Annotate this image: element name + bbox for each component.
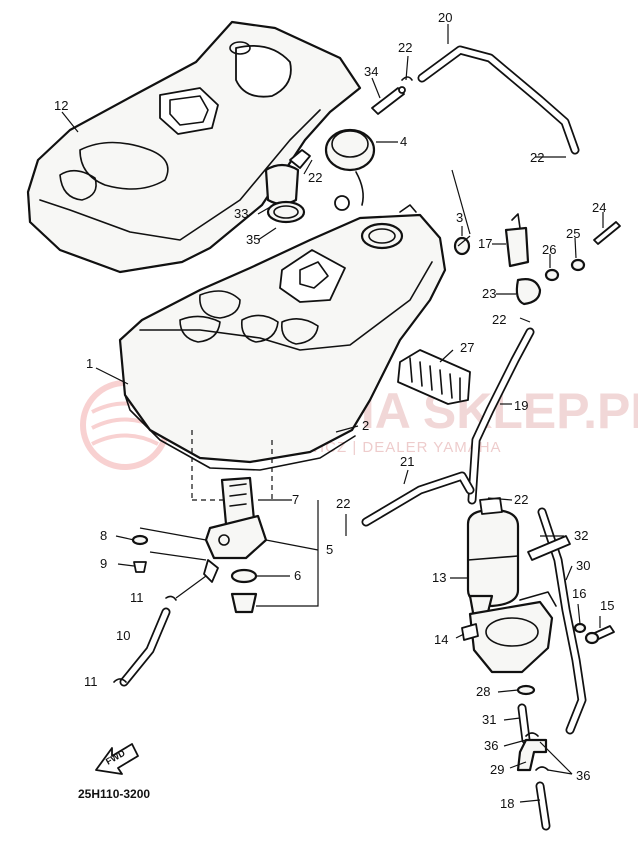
callout-22-neck: 22 [308,170,322,185]
fuel-cap [324,128,376,211]
leader-lines [61,24,604,803]
fuel-tank [118,204,447,471]
callout-31: 31 [482,712,496,727]
callout-13: 13 [432,570,446,585]
callout-22-pump: 22 [514,492,528,507]
lower-hoses [516,684,551,831]
callout-29: 29 [490,762,504,777]
callout-2: 2 [362,418,369,433]
callout-1: 1 [86,356,93,371]
callout-21: 21 [400,454,414,469]
vent-fitting [371,76,413,115]
callout-7: 7 [292,492,299,507]
fuel-cock-assembly [131,476,268,614]
callout-8: 8 [100,528,107,543]
callout-26: 26 [542,242,556,257]
callout-23: 23 [482,286,496,301]
callout-14: 14 [434,632,448,647]
callout-9: 9 [100,556,107,571]
filler-neck [264,149,311,224]
callout-25: 25 [566,226,580,241]
callout-15: 15 [600,598,614,613]
callout-22-mid: 22 [492,312,506,327]
callout-6: 6 [294,568,301,583]
callout-33: 33 [234,206,248,221]
callout-3: 3 [456,210,463,225]
callout-28: 28 [476,684,490,699]
callout-20: 20 [438,10,452,25]
callout-24: 24 [592,200,606,215]
pump-bracket [461,591,557,674]
dashed-guides [191,430,273,501]
callout-11-lower: 11 [84,674,98,689]
callout-16: 16 [572,586,586,601]
callout-18: 18 [500,796,514,811]
callout-27: 27 [460,340,474,355]
callout-32: 32 [574,528,588,543]
callout-19: 19 [514,398,528,413]
callout-35: 35 [246,232,260,247]
fuel-pump [466,497,520,622]
callout-34: 34 [364,64,378,79]
hose-20 [417,45,580,155]
tank-cover [26,20,362,274]
hose-21 [361,471,475,527]
pad-27 [397,349,471,405]
callout-22-right: 22 [530,150,544,165]
drawing-code: 25H110-3200 [78,787,150,801]
pump-hardware [453,213,621,306]
callout-5: 5 [326,542,333,557]
hose-19 [467,327,535,505]
callout-36-right: 36 [576,768,590,783]
callout-36-left: 36 [484,738,498,753]
callout-22-left: 22 [336,496,350,511]
callout-4: 4 [400,134,407,149]
callout-30: 30 [576,558,590,573]
callout-10: 10 [116,628,130,643]
callout-22-top: 22 [398,40,412,55]
callout-12: 12 [54,98,68,113]
callout-11-upper: 11 [130,590,144,605]
callout-labels: 12 20 22 34 4 22 22 33 35 3 17 24 25 26 … [54,10,614,811]
hose-30 [527,507,587,735]
forward-arrow: FWD [95,743,139,775]
hose-10 [113,595,177,687]
callout-17: 17 [478,236,492,251]
bracket-bolts [573,622,615,645]
